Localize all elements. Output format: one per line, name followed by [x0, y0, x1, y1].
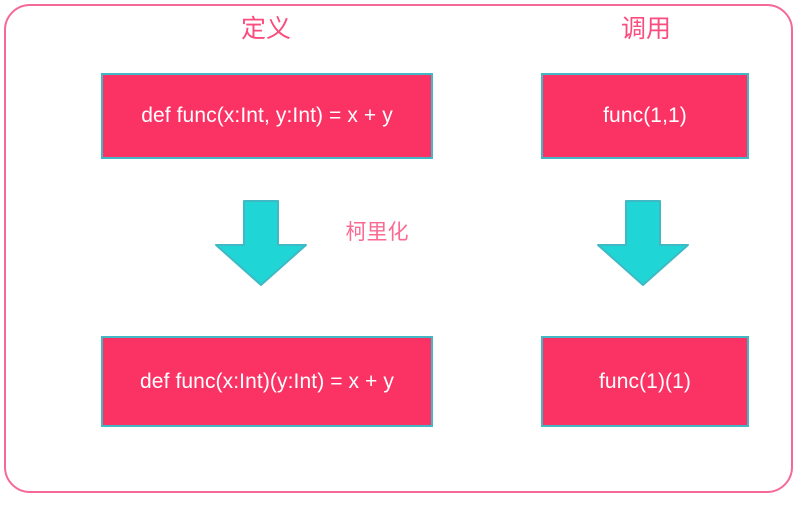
code-box-invocation-before: func(1,1): [541, 73, 749, 159]
column-heading-definition: 定义: [240, 14, 291, 43]
down-arrow-icon: [597, 200, 689, 286]
code-text-definition-after: def func(x:Int)(y:Int) = x + y: [140, 369, 394, 393]
code-text-invocation-after: func(1)(1): [598, 369, 692, 393]
code-box-definition-after: def func(x:Int)(y:Int) = x + y: [101, 336, 433, 427]
code-text-invocation-before: func(1,1): [603, 104, 687, 127]
code-box-invocation-after: func(1)(1): [541, 336, 749, 427]
down-arrow-icon-invocation: [597, 200, 689, 286]
down-arrow-icon-definition: [215, 200, 307, 286]
code-box-definition-before: def func(x:Int, y:Int) = x + y: [101, 73, 433, 159]
transform-label-currying: 柯里化: [345, 220, 409, 244]
down-arrow-icon: [215, 200, 307, 286]
code-text-definition-before: def func(x:Int, y:Int) = x + y: [141, 104, 393, 127]
column-heading-invocation: 调用: [620, 14, 671, 43]
